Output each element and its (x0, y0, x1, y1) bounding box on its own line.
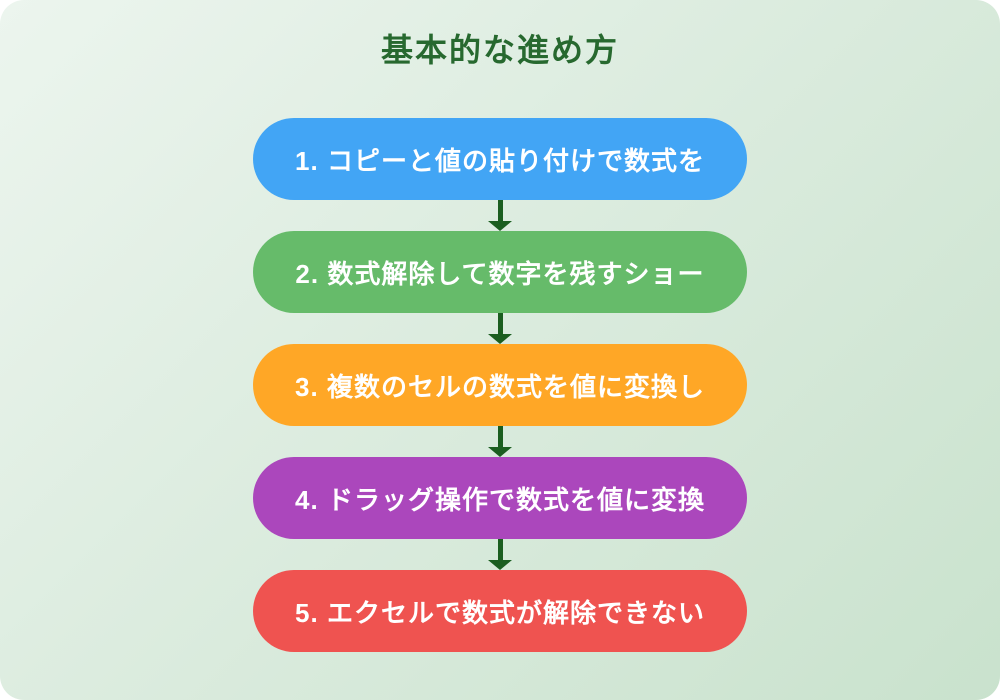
down-arrow (488, 539, 512, 570)
down-arrow (488, 200, 512, 231)
flow-step-1: 1. コピーと値の貼り付けで数式を (253, 118, 747, 200)
arrow-head-icon (488, 334, 512, 344)
flow-diagram: 1. コピーと値の貼り付けで数式を 2. 数式解除して数字を残すショー 3. 複… (0, 118, 1000, 652)
arrow-line (497, 313, 503, 334)
page-title: 基本的な進め方 (380, 32, 619, 68)
down-arrow (488, 426, 512, 457)
arrow-line (497, 200, 503, 221)
flow-step-5: 5. エクセルで数式が解除できない (253, 570, 747, 652)
down-arrow (488, 313, 512, 344)
arrow-line (497, 426, 503, 447)
flow-step-4: 4. ドラッグ操作で数式を値に変換 (253, 457, 747, 539)
arrow-head-icon (488, 221, 512, 231)
arrow-head-icon (488, 447, 512, 457)
flow-step-3: 3. 複数のセルの数式を値に変換し (253, 344, 747, 426)
arrow-head-icon (488, 560, 512, 570)
arrow-line (497, 539, 503, 560)
flow-step-2: 2. 数式解除して数字を残すショー (253, 231, 747, 313)
